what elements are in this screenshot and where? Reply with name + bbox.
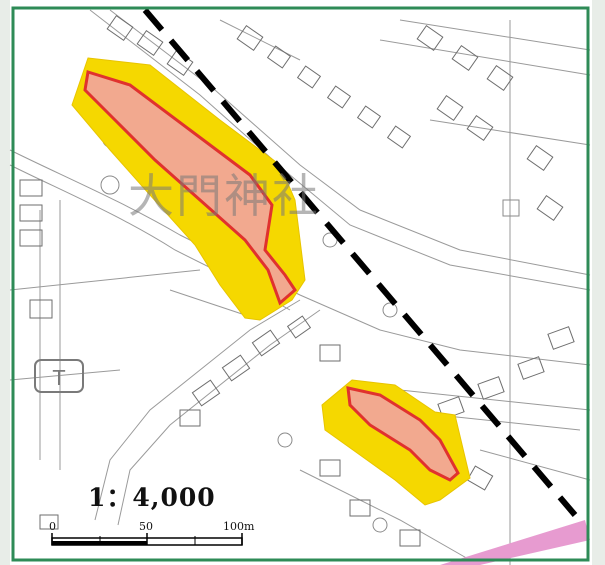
pink-road bbox=[440, 520, 590, 565]
dashed-boundary-line bbox=[142, 8, 578, 517]
right-margin bbox=[592, 0, 605, 565]
scale-ratio-label: 1：4,000 bbox=[88, 483, 216, 512]
buildings bbox=[19, 15, 575, 547]
map-frame bbox=[11, 6, 590, 562]
post-office-symbol bbox=[34, 359, 84, 393]
danger-zone-south bbox=[346, 386, 460, 482]
scale-tick-50: 50 bbox=[139, 520, 153, 533]
scale-tick-0: 0 bbox=[49, 520, 56, 533]
scale-tick-100: 100m bbox=[223, 520, 255, 533]
danger-zone-north bbox=[83, 70, 297, 306]
shrine-name-label: 大門神社 bbox=[128, 169, 320, 223]
left-margin bbox=[0, 0, 10, 565]
road-lines bbox=[9, 9, 591, 565]
map-symbols bbox=[100, 132, 520, 533]
post-office-letter: T bbox=[52, 366, 66, 390]
scale-bar bbox=[51, 533, 243, 546]
